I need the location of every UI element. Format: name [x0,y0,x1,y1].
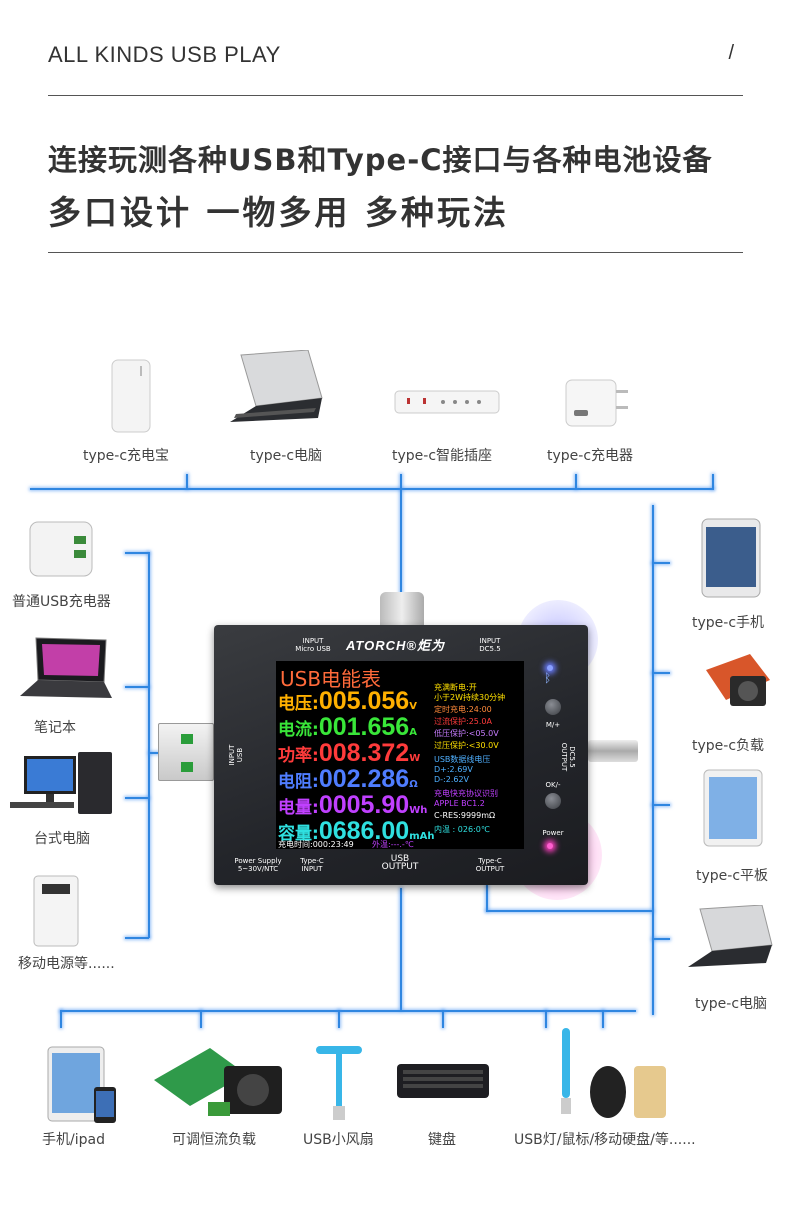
header-slash: / [728,42,734,64]
usb-c-connector [380,592,424,628]
port-label: DC5.5 OUTPUT [560,742,576,772]
top-device-label: type-c电脑 [250,448,323,464]
reading-capacity: 容量:0686.00mAh [278,817,435,845]
reading-current: 电流:001.656A [278,713,417,741]
protocol-value: APPLE BC1.2 [434,799,485,808]
bottom-device-label: 手机/ipad [42,1132,105,1148]
left-device-label: 移动电源等...... [18,956,115,972]
bottom-device-label: USB灯/鼠标/移动硬盘/等...... [514,1132,696,1148]
bottom-device-label: USB小风扇 [303,1132,374,1148]
usb-meter: INPUT Micro USB ATORCH®炬为 INPUT DC5.5 IN… [214,625,588,885]
port-label: Type-C OUTPUT [475,857,505,873]
left-device-label: 笔记本 [34,720,76,736]
ok-minus-button[interactable] [545,793,561,809]
button-label: Power [542,829,564,837]
low-voltage-setting: 低压保护:<05.0V [434,729,499,738]
keyboard-icon [395,1062,491,1104]
d-minus-voltage: D-:2.62V [434,775,470,784]
right-device-label: type-c手机 [692,615,765,631]
tablet-icon [702,768,764,852]
port-label: USB OUTPUT [381,854,419,872]
port-label: INPUT DC5.5 [479,637,501,653]
laptop-icon [686,904,776,977]
usb-a-plug [158,723,214,781]
top-device-label: type-c充电宝 [83,448,170,464]
button-label: OK/- [545,781,561,789]
reading-energy: 电量:0005.90Wh [278,791,428,819]
headline-line1: 连接玩测各种USB和Type-C接口与各种电池设备 [48,143,713,177]
reading-voltage: 电压:005.056V [278,687,417,715]
ipad-phone-icon [46,1045,120,1129]
right-device-label: type-c负载 [692,738,765,754]
desktop-pc-icon [6,750,118,824]
bottom-device-label: 键盘 [428,1132,456,1148]
charge-time: 充电时间:000:23:49 [278,840,354,849]
divider [48,95,743,96]
over-voltage-setting: 过压保护:<30.0V [434,741,499,750]
d-plus-voltage: D+:2.69V [434,765,473,774]
protocol-title: 充电快充协议识别 [434,789,498,798]
load-board-icon [700,650,776,718]
usb-fan-icon [316,1040,362,1126]
screen-title: USB电能表 [280,667,382,691]
dc-jack [588,740,638,762]
reading-resistance: 电阻:002.286Ω [278,765,418,793]
laptop-icon [226,349,326,430]
power-led [547,843,553,849]
button-label: M/+ [545,721,561,729]
bottom-device-label: 可调恒流负载 [172,1132,256,1148]
cable-resistance: C-RES:9999mΩ [434,811,496,820]
bluetooth-icon: ᛒ [544,671,552,685]
notebook-icon [14,636,114,710]
timer-setting: 定时充电:24:00 [434,705,492,714]
port-label: INPUT USB [228,744,244,766]
right-device-label: type-c平板 [696,868,769,884]
load-board-icon [150,1040,290,1128]
m-plus-button[interactable] [545,699,561,715]
port-label: INPUT Micro USB [295,637,331,653]
usb-accessories-icon [560,1026,672,1126]
charger-icon [560,372,630,432]
top-device-label: type-c智能插座 [392,448,493,464]
brand-logo: ATORCH®炬为 [346,638,445,653]
power-bank-icon [30,874,82,952]
status-led [547,665,553,671]
port-label: Type-C INPUT [300,857,324,873]
full-stop-setting: 充满断电:开 [434,683,477,692]
over-current-setting: 过流保护:25.0A [434,717,492,726]
internal-temp: 内温 : 026:0℃ [434,825,490,834]
divider [48,252,743,253]
header-title: ALL KINDS USB PLAY [48,42,281,67]
port-label: Power Supply 5~30V/NTC [234,857,282,873]
left-device-label: 台式电脑 [34,831,90,847]
headline-line2: 多口设计 一物多用 多种玩法 [48,193,509,232]
usb-data-title: USB数据线电压 [434,755,491,764]
lcd-screen: USB电能表 电压:005.056V 电流:001.656A 功率:008.37… [276,661,524,849]
external-temp: 外温:---.-℃ [372,840,414,849]
power-bank-icon [110,358,154,438]
right-device-label: type-c电脑 [695,996,768,1012]
usb-charger-icon [26,514,102,584]
power-strip-icon [393,387,503,421]
full-stop-note: 小于2W持续30分钟 [434,693,506,702]
reading-power: 功率:008.372W [278,739,421,767]
top-device-label: type-c充电器 [547,448,634,464]
phone-icon [700,517,762,603]
left-device-label: 普通USB充电器 [12,594,111,610]
